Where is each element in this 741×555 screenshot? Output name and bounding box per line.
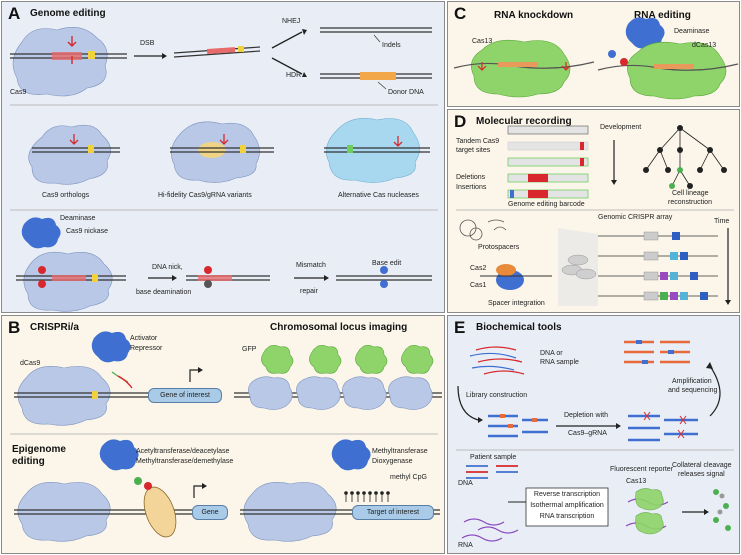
gene-box: Gene bbox=[192, 505, 228, 520]
label-acetyl: Acetyltransferase/deacetylase bbox=[136, 448, 230, 455]
label-rna-sample: RNA sample bbox=[540, 359, 579, 366]
label-hdr: HDR bbox=[286, 72, 302, 79]
panel-subtitle-editing: editing bbox=[12, 456, 45, 467]
label-cas1: Cas1 bbox=[470, 282, 487, 289]
label-deaminase: Deaminase bbox=[60, 215, 96, 222]
panel-c-graphics bbox=[453, 17, 739, 100]
label-target-sites: target sites bbox=[456, 147, 491, 154]
label-deaminase: Deaminase bbox=[674, 28, 710, 35]
label-dna: DNA bbox=[458, 480, 473, 487]
label-protospacers: Protospacers bbox=[478, 244, 520, 251]
label-nhej: NHEJ bbox=[282, 18, 301, 25]
label-tandem: Tandem Cas9 bbox=[456, 138, 500, 145]
panel-b-graphics bbox=[10, 331, 442, 542]
label-dna-or: DNA or bbox=[540, 350, 563, 357]
label-amp-2: and sequencing bbox=[668, 387, 718, 394]
label-dcas13: dCas13 bbox=[692, 42, 717, 49]
label-iso: Isothermal amplification bbox=[530, 502, 604, 509]
label-hifi: Hi-fidelity Cas9/gRNA variants bbox=[158, 192, 252, 199]
label-insertions: Insertions bbox=[456, 184, 487, 191]
label-amp-1: Amplification bbox=[672, 378, 712, 385]
label-methyl: Methyltransferase/demethylase bbox=[136, 458, 234, 465]
panel-letter: A bbox=[8, 4, 21, 23]
label-lineage-1: Cell lineage bbox=[672, 190, 709, 197]
label-genomic-array: Genomic CRISPR array bbox=[598, 214, 673, 221]
label-rnat: RNA transcription bbox=[539, 513, 595, 520]
label-activator: Activator bbox=[130, 335, 158, 342]
label-rna: RNA bbox=[458, 542, 473, 549]
panel-title: Biochemical tools bbox=[476, 322, 562, 333]
label-repair: repair bbox=[300, 288, 318, 295]
panel-d-graphics bbox=[456, 125, 734, 306]
panel-subtitle-editing: RNA editing bbox=[634, 10, 691, 21]
label-patient: Patient sample bbox=[470, 454, 517, 461]
label-basedeam: base deamination bbox=[136, 289, 192, 296]
gene-of-interest-box: Gene of interest bbox=[148, 388, 222, 403]
target-of-interest-box: Target of interest bbox=[352, 505, 434, 520]
label-depletion-2: Cas9–gRNA bbox=[568, 430, 607, 437]
panel-d: D Molecular recording bbox=[447, 109, 740, 313]
panel-subtitle-imaging: Chromosomal locus imaging bbox=[270, 322, 408, 333]
label-mismatch: Mismatch bbox=[296, 262, 326, 269]
label-indels: Indels bbox=[382, 42, 401, 49]
label-cas13: Cas13 bbox=[472, 38, 493, 45]
label-collat-1: Collateral cleavage bbox=[672, 462, 732, 469]
label-dsb: DSB bbox=[140, 40, 155, 47]
panel-letter: D bbox=[454, 112, 467, 131]
panel-e-graphics bbox=[456, 340, 734, 542]
panel-title: CRISPRi/a bbox=[30, 322, 79, 333]
label-library: Library construction bbox=[466, 392, 528, 399]
label-cas2: Cas2 bbox=[470, 265, 487, 272]
panel-title: Molecular recording bbox=[476, 116, 572, 127]
label-cas9: Cas9 bbox=[10, 89, 27, 96]
label-cas13: Cas13 bbox=[626, 478, 647, 485]
label-repressor: Repressor bbox=[130, 345, 163, 352]
label-altcas: Alternative Cas nucleases bbox=[338, 192, 419, 199]
label-donor: Donor DNA bbox=[388, 89, 424, 96]
label-spacer: Spacer integration bbox=[488, 300, 545, 307]
panel-letter: B bbox=[8, 318, 21, 337]
label-dnanick: DNA nick, bbox=[152, 264, 183, 271]
label-gfp: GFP bbox=[242, 346, 257, 353]
label-methylcpg: methyl CpG bbox=[390, 474, 427, 481]
label-dioxy: Dioxygenase bbox=[372, 458, 413, 465]
label-dcas9: dCas9 bbox=[20, 360, 41, 367]
label-development: Development bbox=[600, 124, 642, 131]
panel-b: B CRISPRi/a Chromosomal locus imaging Ep… bbox=[1, 315, 445, 554]
panel-letter: C bbox=[454, 4, 467, 23]
panel-subtitle-epigenome: Epigenome bbox=[12, 444, 66, 455]
label-nickase: Cas9 nickase bbox=[66, 228, 109, 235]
panel-title: Genome editing bbox=[30, 8, 106, 19]
panel-letter: E bbox=[454, 318, 466, 337]
label-rt: Reverse transcription bbox=[533, 491, 601, 498]
label-baseedit: Base edit bbox=[372, 260, 402, 267]
label-orthologs: Cas9 orthologs bbox=[42, 192, 90, 199]
label-deletions: Deletions bbox=[456, 174, 486, 181]
label-fluor: Fluorescent reporter bbox=[610, 466, 674, 473]
label-methyltrans: Methyltransferase bbox=[372, 448, 428, 455]
panel-e: E Biochemical tools bbox=[447, 315, 740, 554]
panel-c: C RNA knockdown RNA editing Cas13 Deamin… bbox=[447, 1, 740, 107]
label-barcode: Genome editing barcode bbox=[508, 201, 585, 208]
label-lineage-2: reconstruction bbox=[668, 199, 712, 206]
label-collat-2: releases signal bbox=[678, 471, 725, 478]
panel-a-graphics bbox=[10, 27, 438, 312]
label-time: Time bbox=[714, 218, 730, 225]
label-depletion-1: Depletion with bbox=[564, 412, 608, 419]
panel-a: A Genome editing bbox=[1, 1, 445, 313]
cas9-protein bbox=[12, 27, 108, 97]
panel-title: RNA knockdown bbox=[494, 10, 574, 21]
